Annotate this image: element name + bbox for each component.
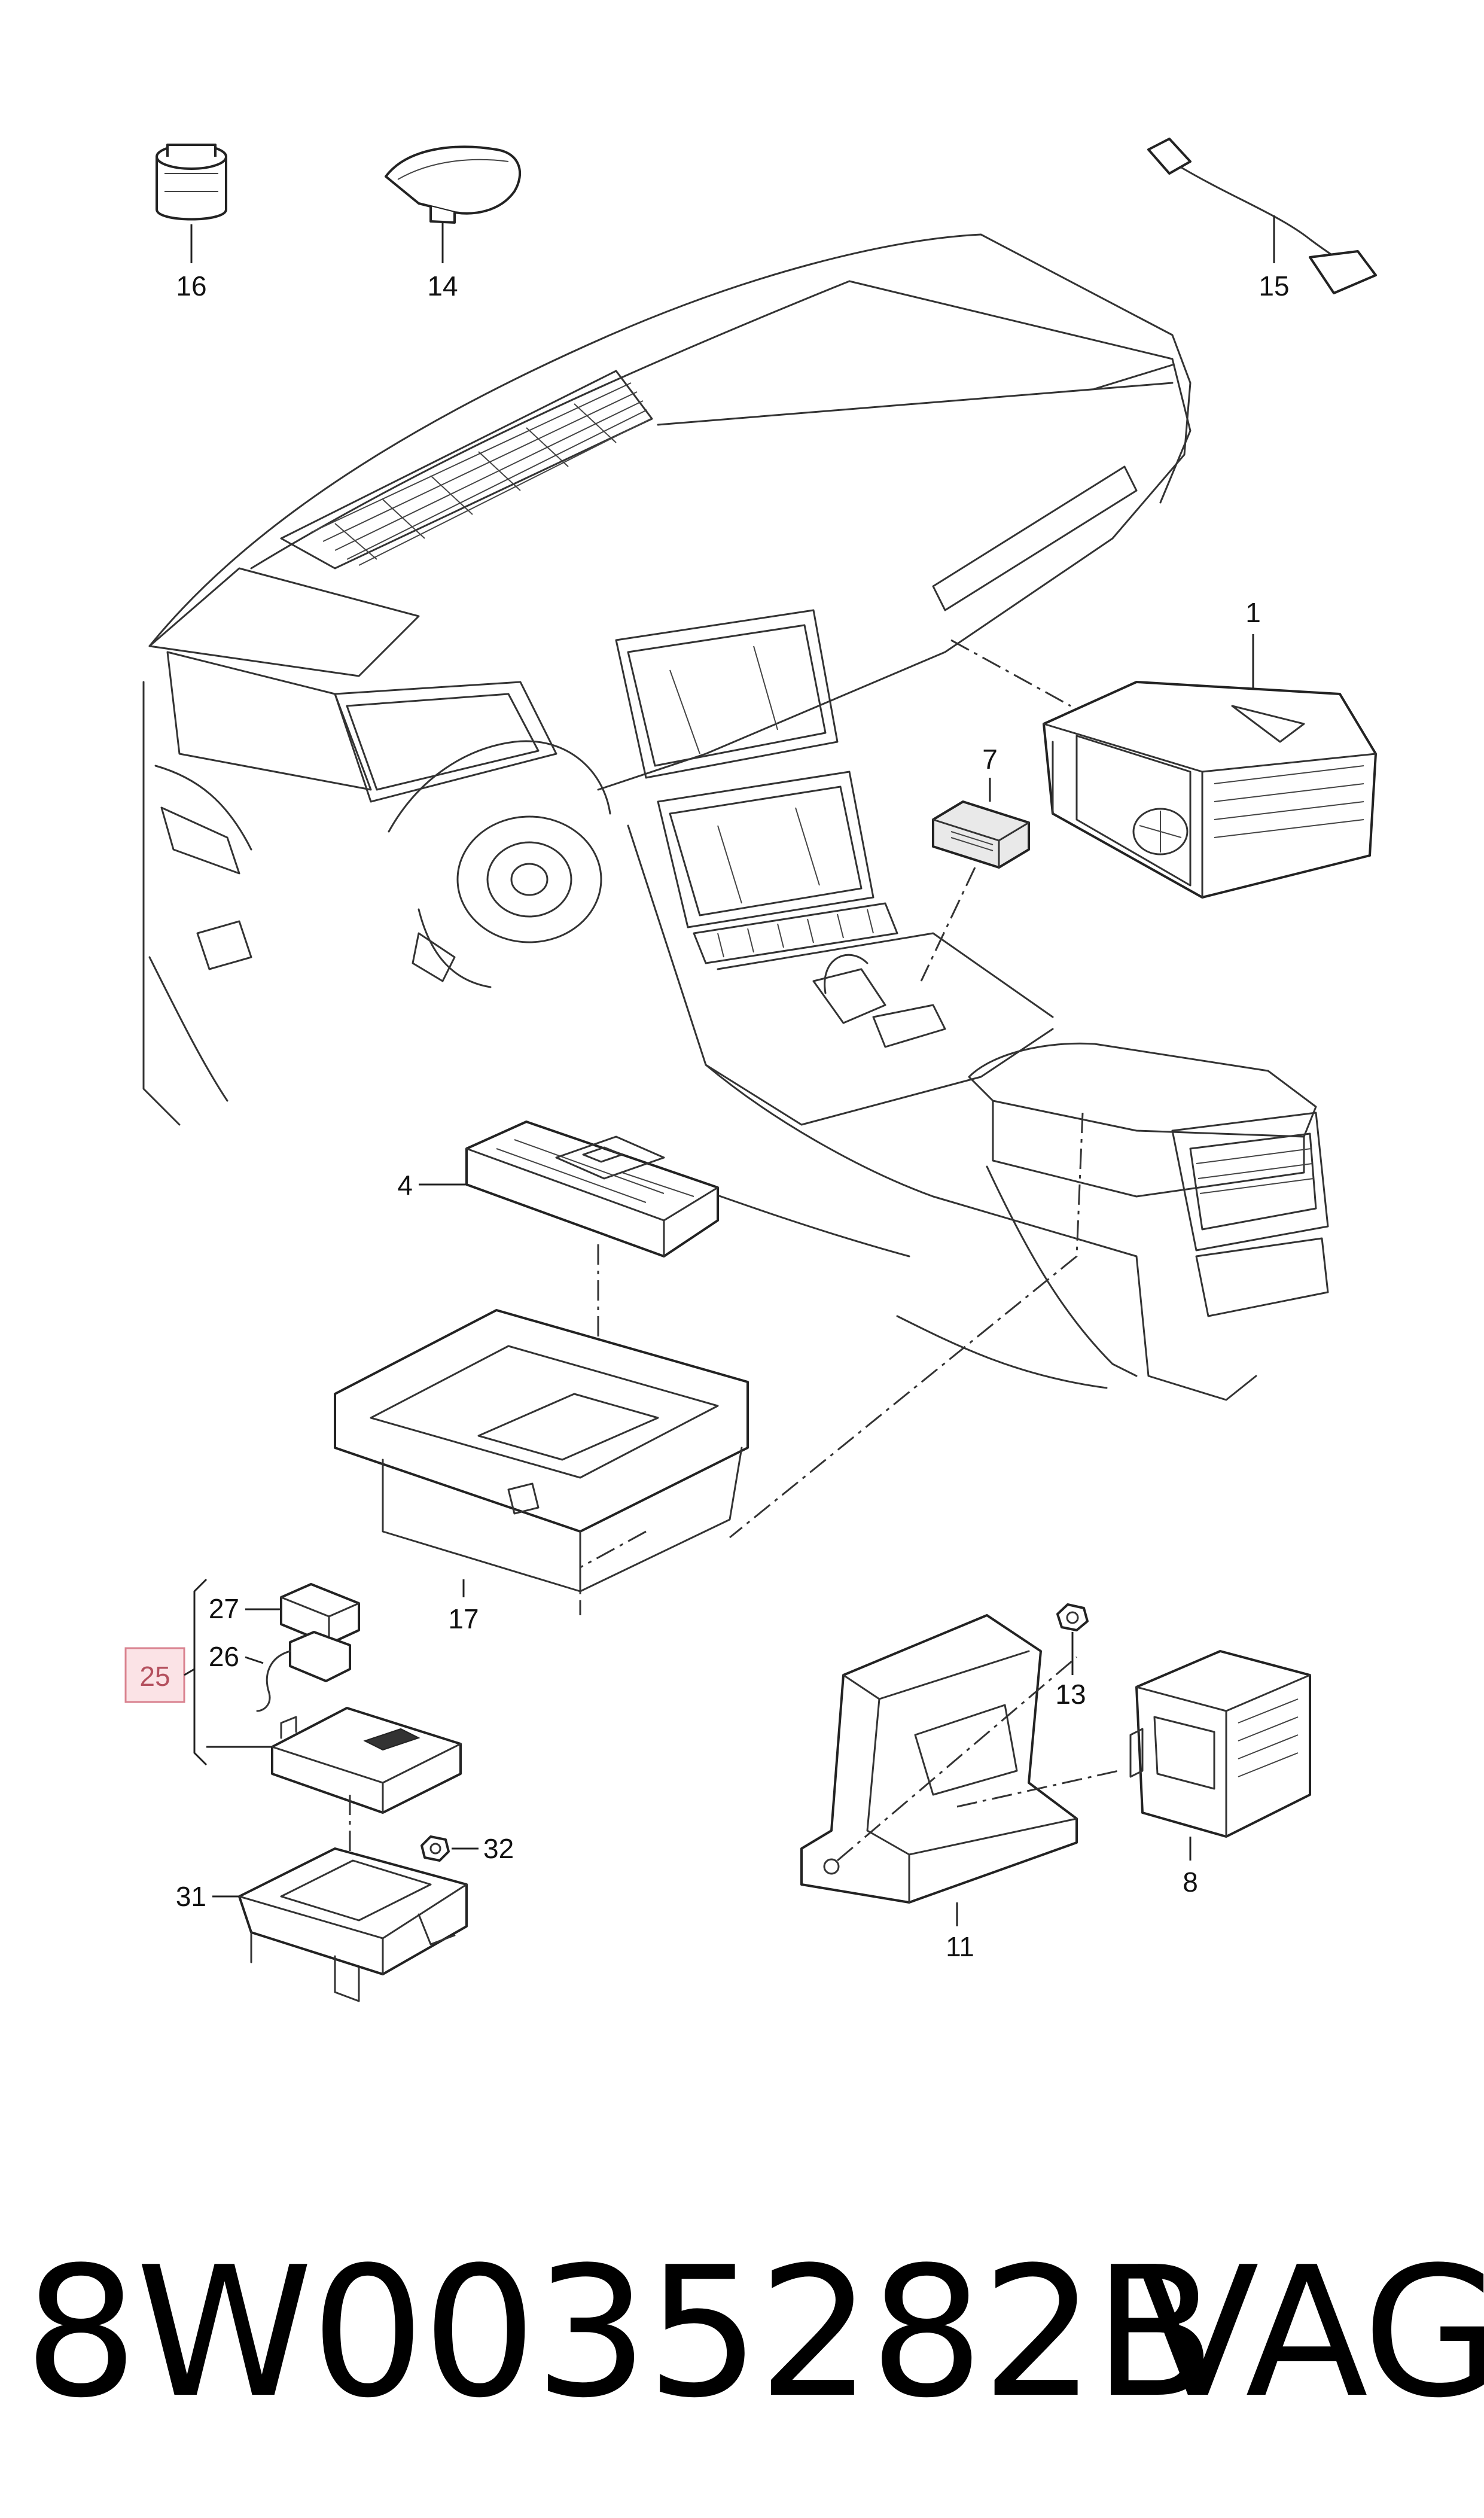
part-11-bracket <box>800 1614 1119 1926</box>
part-25-control-unit <box>206 1707 462 1920</box>
callout-14: 14 <box>427 270 458 302</box>
callout-11: 11 <box>946 1931 974 1962</box>
callout-27: 27 <box>209 1593 239 1624</box>
callout-16: 16 <box>176 270 206 302</box>
part-26-battery <box>245 1631 351 1712</box>
part-13-nut <box>1056 1603 1089 1675</box>
part-17-tray <box>334 1112 1084 1615</box>
brand-label: VAG <box>1136 2228 1484 2437</box>
callout-17: 17 <box>448 1603 479 1634</box>
part-15-cable <box>1147 138 1377 294</box>
part-32-nut <box>420 1835 479 1862</box>
part-1-head-unit <box>950 634 1377 899</box>
part-8-module <box>1129 1650 1311 1861</box>
callout-1: 1 <box>1245 597 1261 628</box>
part-27-module <box>245 1583 360 1645</box>
group-25-bracket <box>193 1578 208 1766</box>
callout-25: 25 <box>139 1661 170 1692</box>
callout-15: 15 <box>1258 270 1289 302</box>
part-number-label: 8W0035282B <box>24 2228 1216 2437</box>
callout-26: 26 <box>209 1641 239 1672</box>
callout-25-highlight <box>124 1647 185 1703</box>
part-7-module <box>920 778 1030 982</box>
part-16-connector <box>156 144 227 263</box>
callout-32: 32 <box>483 1833 514 1864</box>
part-31-bracket <box>212 1847 468 2002</box>
dashboard-illustration <box>142 233 1329 1401</box>
callout-31: 31 <box>176 1881 206 1912</box>
callout-7: 7 <box>982 744 998 775</box>
callout-13: 13 <box>1055 1679 1086 1710</box>
callout-8: 8 <box>1183 1867 1198 1898</box>
callout-4: 4 <box>397 1170 413 1201</box>
part-14-antenna <box>385 145 522 263</box>
